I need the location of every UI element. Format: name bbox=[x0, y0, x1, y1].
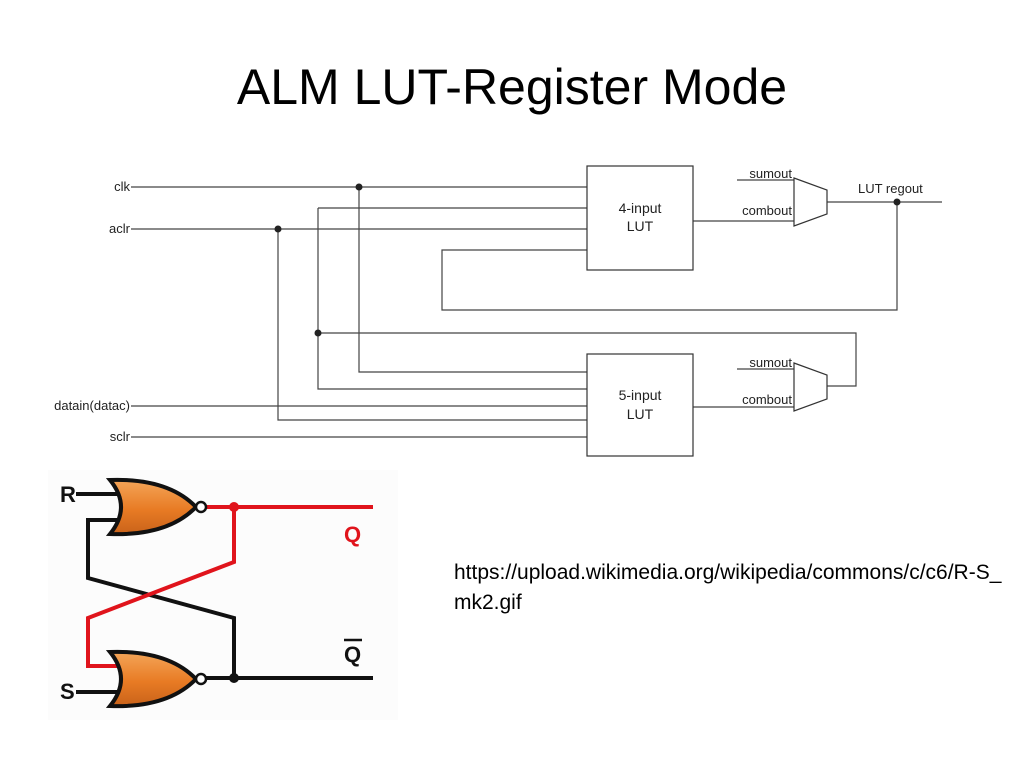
mux-top-combout-label: combout bbox=[742, 203, 792, 218]
nor-gate-bottom bbox=[105, 649, 208, 709]
lut-top-line2: LUT bbox=[627, 218, 654, 234]
mux-top-sumout-label: sumout bbox=[749, 166, 792, 181]
sr-latch-diagram: R S Q Q bbox=[48, 470, 398, 720]
sclr-label: sclr bbox=[110, 429, 131, 444]
lut-bottom-line1: 5-input bbox=[619, 387, 662, 403]
lut-top-line1: 4-input bbox=[619, 200, 662, 216]
latch-wires bbox=[76, 492, 373, 694]
mux-bottom-sumout-label: sumout bbox=[749, 355, 792, 370]
mux-bottom: sumout combout bbox=[742, 355, 828, 412]
lut-bottom-line2: LUT bbox=[627, 406, 654, 422]
source-url: https://upload.wikimedia.org/wikipedia/c… bbox=[454, 561, 1002, 614]
aclr-label: aclr bbox=[109, 221, 131, 236]
latch-junction-q bbox=[229, 502, 239, 512]
alm-lut-register-diagram: clk aclr datain(datac) sclr bbox=[54, 165, 942, 457]
mux-top: sumout combout bbox=[742, 166, 828, 227]
latch-input-r: R bbox=[60, 482, 76, 507]
lut-5-input: 5-input LUT bbox=[586, 353, 694, 457]
datain-label: datain(datac) bbox=[54, 398, 130, 413]
slide-title: ALM LUT-Register Mode bbox=[236, 59, 788, 115]
latch-output-qbar: Q bbox=[344, 642, 361, 667]
latch-output-q: Q bbox=[344, 522, 361, 547]
latch-input-s: S bbox=[60, 679, 75, 704]
mux-bottom-combout-label: combout bbox=[742, 392, 792, 407]
nor-gate-top bbox=[105, 477, 208, 537]
lut-4-input: 4-input LUT bbox=[586, 165, 694, 271]
wires bbox=[131, 179, 942, 438]
latch-junction-qbar bbox=[229, 673, 239, 683]
junction-dots bbox=[274, 183, 901, 337]
clk-label: clk bbox=[114, 179, 130, 194]
lut-regout-label: LUT regout bbox=[858, 181, 923, 196]
